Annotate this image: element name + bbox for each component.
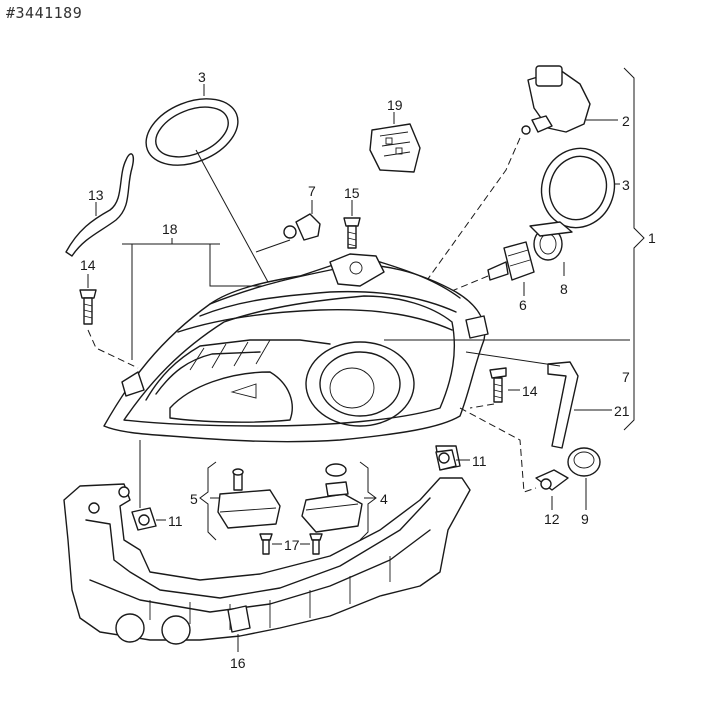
callout-17: 17 [284,537,300,553]
callout-14: 14 [80,257,96,273]
ballast-part-5 [217,468,281,529]
callout-5: 5 [190,491,198,507]
bulb-part-7 [283,213,321,241]
headlamp-housing [103,253,489,471]
gasket-ring-part-3 [145,98,239,166]
leader-7a-b [255,239,291,253]
callout-7: 7 [308,183,316,199]
callout-16: 16 [230,655,246,671]
callout-18: 18 [162,221,178,237]
callout-8: 8 [560,281,568,297]
callout-7b: 7 [622,369,630,385]
gasket-ring-part-3b [540,147,616,229]
dash-14b [469,403,495,409]
xenon-bulb-part-6 [487,241,535,281]
callout-21: 21 [614,403,630,419]
callout-3b: 3 [622,177,630,193]
callout-13: 13 [88,187,104,203]
callout-2: 2 [622,113,630,129]
dash-2 [419,137,521,291]
cap-part-9 [567,447,601,477]
screws-part-17 [259,533,323,555]
callout-6: 6 [519,297,527,313]
callout-19: 19 [387,97,403,113]
group-5-bracket [199,461,217,541]
connector-part-19 [369,123,421,173]
callout-12: 12 [544,511,560,527]
mounting-bracket-part-16 [63,477,471,645]
callout-4: 4 [380,491,388,507]
screw-part-14b [489,367,507,403]
group-1-bracket [623,67,645,431]
callout-1: 1 [648,230,656,246]
breather-hose-part-13 [65,153,135,257]
levelling-motor-part-2 [521,65,591,135]
leader-3a-to-lamp [195,149,269,283]
group-18-bracket [122,238,300,360]
clip-part-11b [435,449,457,471]
callout-11: 11 [168,513,183,529]
screw-part-14 [79,289,97,325]
callout-11b: 11 [472,453,487,469]
callout-14b: 14 [522,383,538,399]
callout-15: 15 [344,185,360,201]
dash-12 [459,407,537,493]
reference-id: #3441189 [6,4,83,22]
control-unit-part-4 [301,463,363,533]
callout-3: 3 [198,69,206,85]
group-4-bracket [359,461,377,541]
seal-strip-part-21 [547,361,579,449]
socket-part-8 [529,221,573,261]
dash-14a [87,329,139,369]
leader-7b [465,351,561,367]
clip-part-11a [131,507,157,531]
callout-9: 9 [581,511,589,527]
screw-part-15 [343,217,361,249]
bulb-part-12 [535,469,569,491]
